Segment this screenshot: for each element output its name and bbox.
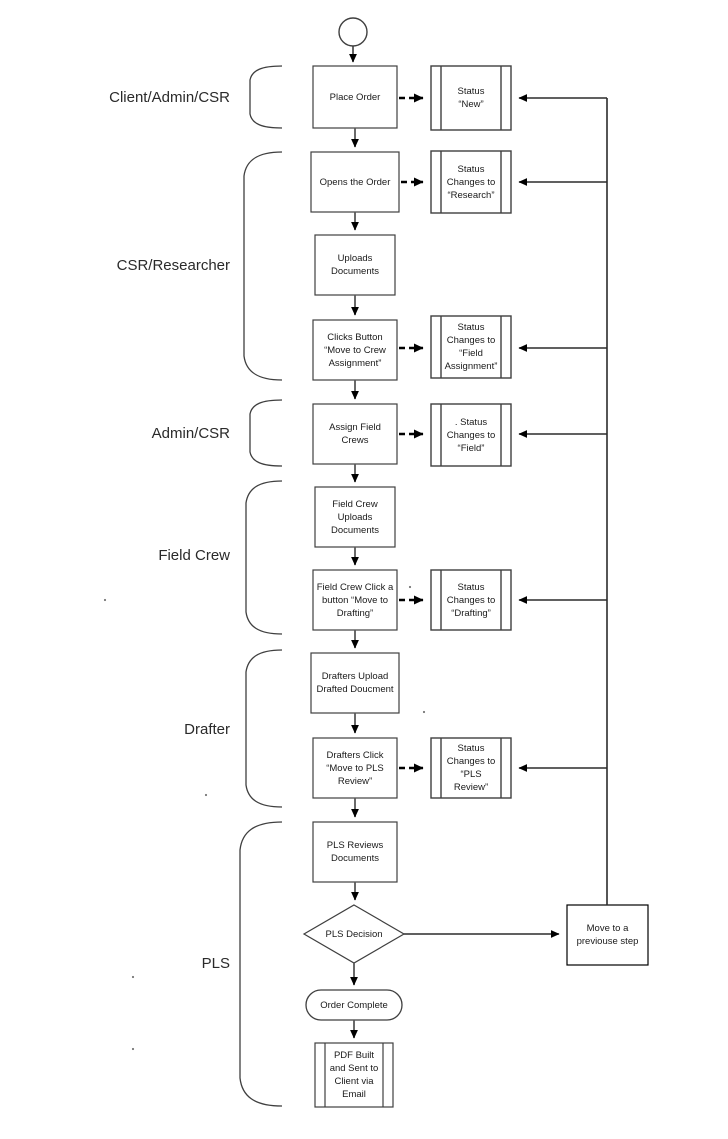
lane-label-field-crew: Field Crew [158, 547, 230, 564]
node-status-field [430, 403, 512, 467]
node-status-pls-review [430, 737, 512, 799]
lane-label-admin-csr: Admin/CSR [151, 425, 230, 442]
node-status-research [430, 150, 512, 214]
node-status-drafting [430, 569, 512, 631]
node-status-new [430, 65, 512, 131]
node-field-crew-uploads [314, 486, 396, 548]
lane-label-csr-researcher: CSR/Researcher [116, 257, 230, 274]
lane-brace-pls [239, 821, 283, 1107]
lane-brace-client-admin-csr [249, 65, 283, 129]
node-opens-the-order [310, 151, 400, 213]
lane-label-client-admin-csr: Client/Admin/CSR [109, 89, 230, 106]
node-move-to-previous-step [566, 904, 649, 966]
lane-label-drafter: Drafter [184, 721, 230, 738]
node-place-order [312, 65, 398, 129]
lane-brace-drafter [245, 649, 283, 808]
return-loop-path [518, 94, 608, 905]
node-clicks-button-move-to-crew [312, 319, 398, 381]
lane-brace-field-crew [245, 480, 283, 635]
lane-label-pls: PLS [201, 955, 230, 972]
status-connectors [399, 93, 424, 773]
node-drafters-upload [310, 652, 400, 714]
node-drafters-click-pls-review [312, 737, 398, 799]
node-assign-field-crews [312, 403, 398, 465]
node-status-field-assignment [430, 315, 512, 379]
node-order-complete [305, 989, 403, 1021]
node-pls-decision [302, 904, 406, 964]
node-field-crew-click-drafting [312, 569, 398, 631]
node-uploads-documents [314, 234, 396, 296]
node-pdf-built [314, 1042, 394, 1108]
lane-brace-csr-researcher [243, 151, 283, 381]
start-node-circle [338, 17, 368, 47]
node-pls-reviews-documents [312, 821, 398, 883]
main-flow-connectors [350, 128, 359, 1039]
lane-brace-admin-csr [249, 399, 283, 467]
artifact-dots [103, 585, 426, 1051]
